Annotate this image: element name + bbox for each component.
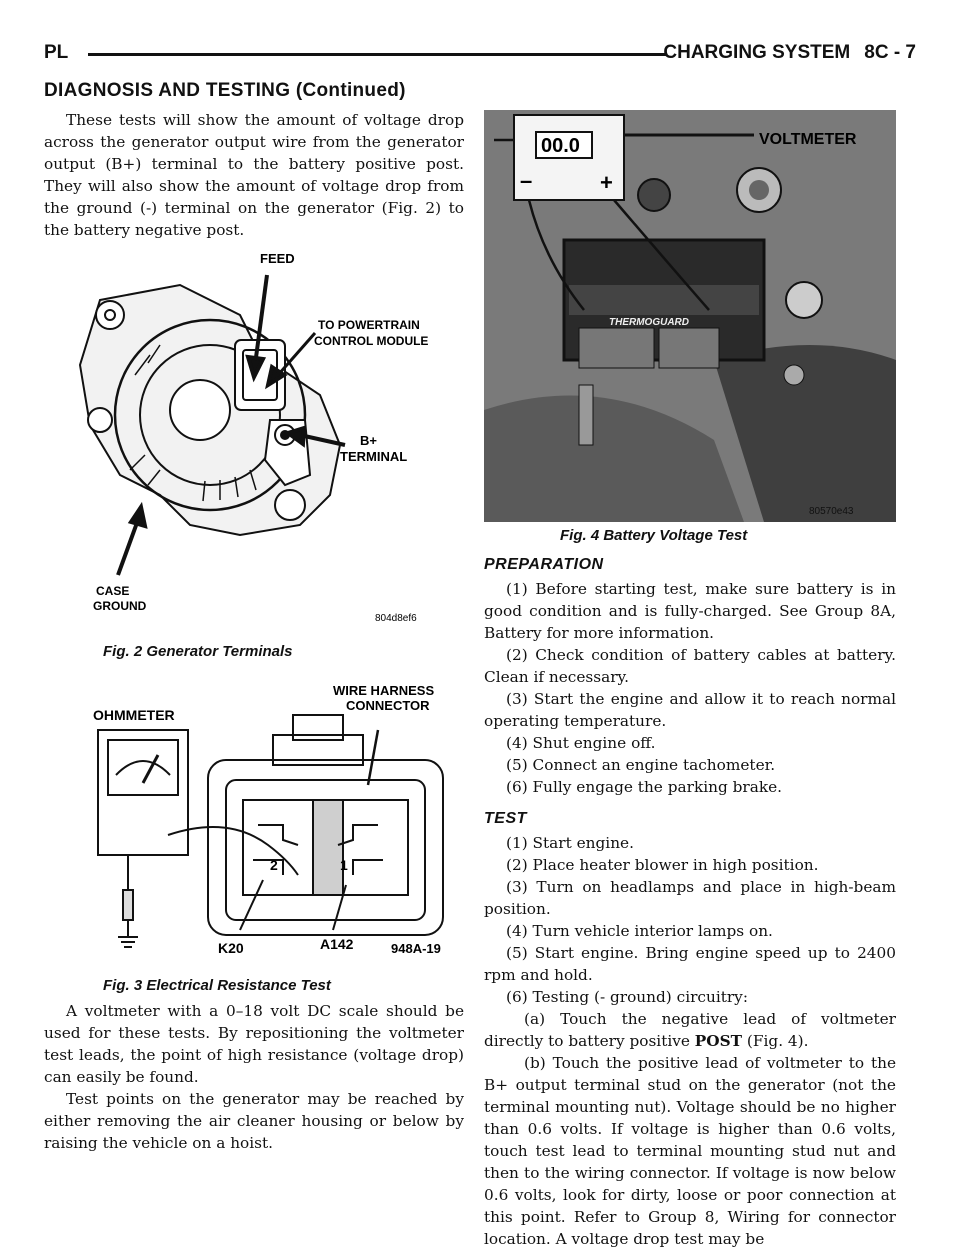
test-substep-b: (b) Touch the positive lead of voltmeter…	[484, 1054, 896, 1248]
label-pcm-line1: TO POWERTRAIN	[318, 318, 420, 332]
label-case-line1: CASE	[96, 584, 129, 598]
test-points-paragraph: Test points on the generator may be reac…	[44, 1090, 464, 1152]
pin-2: 2	[270, 857, 278, 873]
label-thermoguard: THERMOGUARD	[609, 317, 689, 328]
left-lower-text: A voltmeter with a 0–18 volt DC scale sh…	[44, 1000, 464, 1154]
test-step: (5) Start engine. Bring engine speed up …	[484, 944, 896, 984]
voltmeter-paragraph: A voltmeter with a 0–18 volt DC scale sh…	[44, 1002, 464, 1086]
pin-1: 1	[340, 857, 348, 873]
label-feed: FEED	[260, 251, 295, 266]
label-bplus-line2: TERMINAL	[340, 449, 407, 464]
substep-a-post-emphasis: POST	[694, 1032, 743, 1050]
figure-code: 804d8ef6	[375, 613, 417, 624]
header-rule	[88, 53, 666, 56]
figure-electrical-resistance-test: OHMMETER WIRE HARNESS CONNECTOR	[88, 675, 468, 960]
prep-step: (5) Connect an engine tachometer.	[506, 756, 776, 774]
right-column-text: PREPARATION (1) Before starting test, ma…	[484, 548, 896, 1250]
label-k20: K20	[218, 940, 244, 956]
label-pcm-line2: CONTROL MODULE	[314, 334, 428, 348]
figure-code: 948A-19	[391, 941, 441, 956]
test-step: (2) Place heater blower in high position…	[506, 856, 819, 874]
label-harness-line1: WIRE HARNESS	[333, 683, 434, 698]
prep-step: (2) Check condition of battery cables at…	[484, 646, 896, 686]
caption-fig3: Fig. 3 Electrical Resistance Test	[103, 977, 331, 994]
test-step: (4) Turn vehicle interior lamps on.	[506, 922, 773, 940]
label-a142: A142	[320, 936, 354, 952]
test-heading: TEST	[484, 810, 527, 827]
test-step: (3) Turn on headlamps and place in high-…	[484, 878, 896, 918]
voltmeter-minus: –	[520, 168, 532, 193]
label-harness-line2: CONNECTOR	[346, 698, 430, 713]
test-step: (1) Start engine.	[506, 834, 634, 852]
substep-a-figref: (Fig. 4).	[742, 1032, 809, 1050]
intro-paragraph: These tests will show the amount of volt…	[44, 111, 464, 239]
header-section-name: CHARGING SYSTEM	[663, 42, 851, 63]
prep-step: (4) Shut engine off.	[506, 734, 656, 752]
voltmeter-plus: +	[600, 170, 613, 195]
page-header: PL CHARGING SYSTEM 8C - 7	[44, 38, 916, 66]
label-bplus-line1: B+	[360, 433, 377, 448]
header-right: CHARGING SYSTEM 8C - 7	[649, 42, 916, 64]
header-page-number: 8C - 7	[864, 42, 916, 63]
prep-step: (3) Start the engine and allow it to rea…	[484, 690, 896, 730]
header-model: PL	[44, 42, 69, 63]
label-case-line2: GROUND	[93, 599, 147, 613]
label-voltmeter: VOLTMETER	[759, 131, 857, 148]
voltmeter-display: 00.0	[541, 135, 580, 157]
test-step: (6) Testing (- ground) circuitry:	[506, 988, 748, 1006]
caption-fig2: Fig. 2 Generator Terminals	[103, 643, 293, 660]
figure-generator-terminals: FEED TO POWERTRAIN CONTROL MODULE B+ TER…	[60, 245, 460, 625]
test-substep-a: (a) Touch the negative lead of voltmeter…	[484, 1008, 896, 1052]
figure-code: 80570e43	[809, 506, 854, 517]
figure-battery-voltage-test: THERMOGUARD 00.0 – + VOLTMETER 80570e43	[484, 110, 896, 522]
preparation-heading: PREPARATION	[484, 556, 604, 573]
substep-a-text: (a) Touch the negative lead of voltmeter…	[484, 1010, 896, 1050]
section-title: DIAGNOSIS AND TESTING (Continued)	[44, 80, 406, 101]
label-ohmmeter: OHMMETER	[93, 707, 175, 723]
caption-fig4: Fig. 4 Battery Voltage Test	[560, 527, 748, 544]
prep-step: (1) Before starting test, make sure batt…	[484, 580, 896, 642]
left-intro: These tests will show the amount of volt…	[44, 109, 464, 241]
prep-step: (6) Fully engage the parking brake.	[506, 778, 783, 796]
